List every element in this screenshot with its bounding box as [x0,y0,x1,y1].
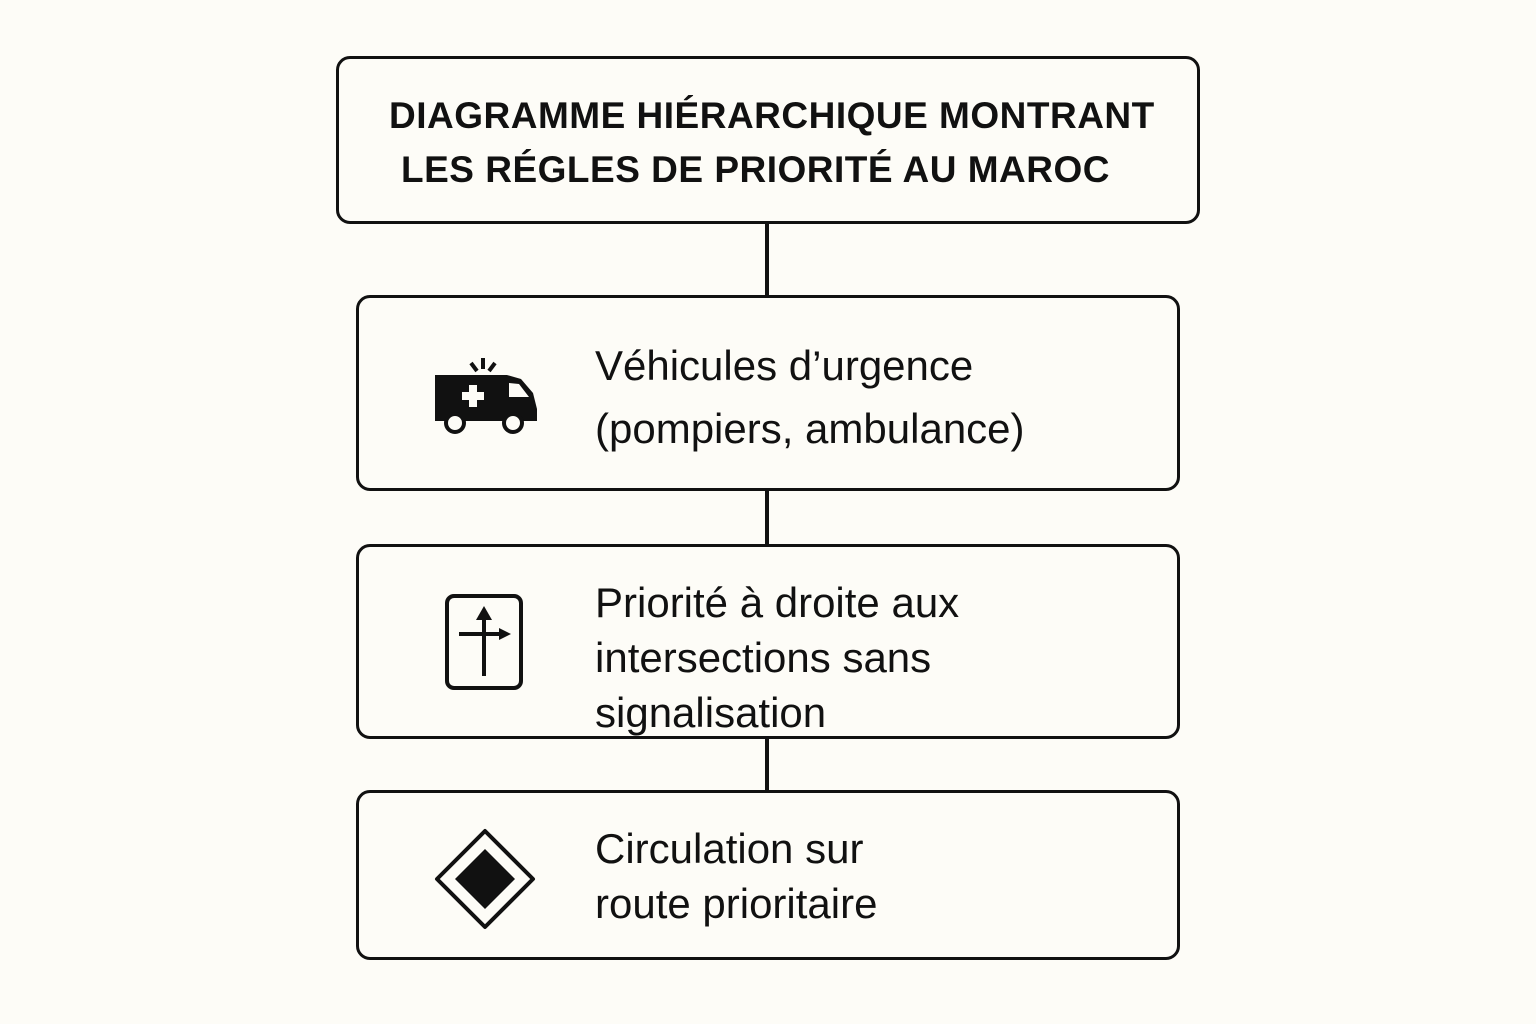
node-emergency-vehicles: Véhicules d’urgence (pompiers, ambulance… [356,295,1180,491]
priority-right-intersection-icon [443,592,525,697]
priority-road-diamond-icon [433,827,537,936]
node-label-line: Circulation sur [595,825,864,872]
ambulance-icon [429,353,541,440]
node-label-line: signalisation [595,689,827,736]
node-label: Circulation sur route prioritaire [595,821,877,931]
connector-line [765,224,769,295]
node-label-line: Véhicules d’urgence [595,342,974,389]
title-line-1: DIAGRAMME HIÉRARCHIQUE MONTRANT [389,95,1155,136]
node-label-line: route prioritaire [595,880,878,927]
connector-line [765,491,769,544]
node-label: Véhicules d’urgence (pompiers, ambulance… [595,338,1025,456]
node-priority-right: Priorité à droite aux intersections sans… [356,544,1180,739]
node-label-line: Priorité à droite aux [595,579,960,626]
node-priority-road: Circulation sur route prioritaire [356,790,1180,960]
node-label-line: (pompiers, ambulance) [595,405,1025,452]
connector-line [765,739,769,790]
title-box: DIAGRAMME HIÉRARCHIQUE MONTRANT LES RÉGL… [336,56,1200,224]
node-label-line: intersections sans [595,634,932,681]
node-label: Priorité à droite aux intersections sans… [595,575,959,740]
title-line-2: LES RÉGLES DE PRIORITÉ AU MAROC [401,149,1110,190]
